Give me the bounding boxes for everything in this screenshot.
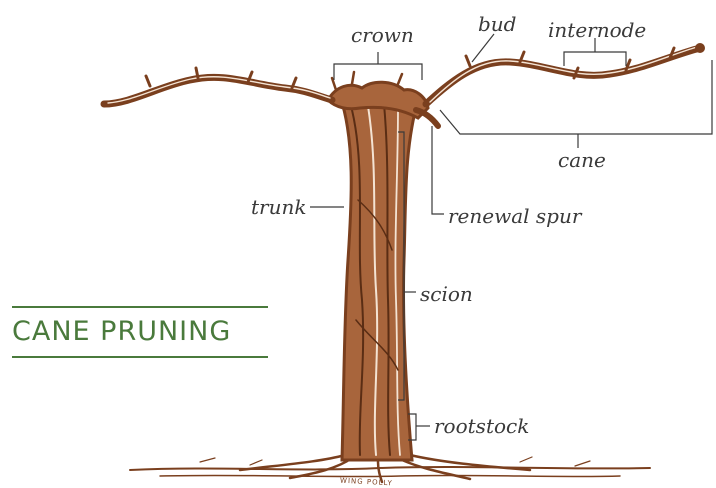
label-renewal-spur: renewal spur — [448, 206, 581, 226]
title-rule-bottom — [12, 356, 268, 358]
title-rule-top — [12, 306, 268, 308]
trunk-body — [340, 96, 418, 460]
diagram-title-block: CANE PRUNING — [12, 306, 268, 360]
label-rootstock: rootstock — [434, 416, 529, 436]
diagram-title: CANE PRUNING — [12, 318, 231, 345]
left-cane — [104, 68, 332, 104]
label-crown: crown — [351, 25, 414, 45]
label-internode: internode — [548, 20, 646, 40]
label-trunk: trunk — [251, 197, 306, 217]
label-cane: cane — [558, 150, 606, 170]
label-scion: scion — [420, 284, 473, 304]
label-bud: bud — [478, 14, 517, 34]
